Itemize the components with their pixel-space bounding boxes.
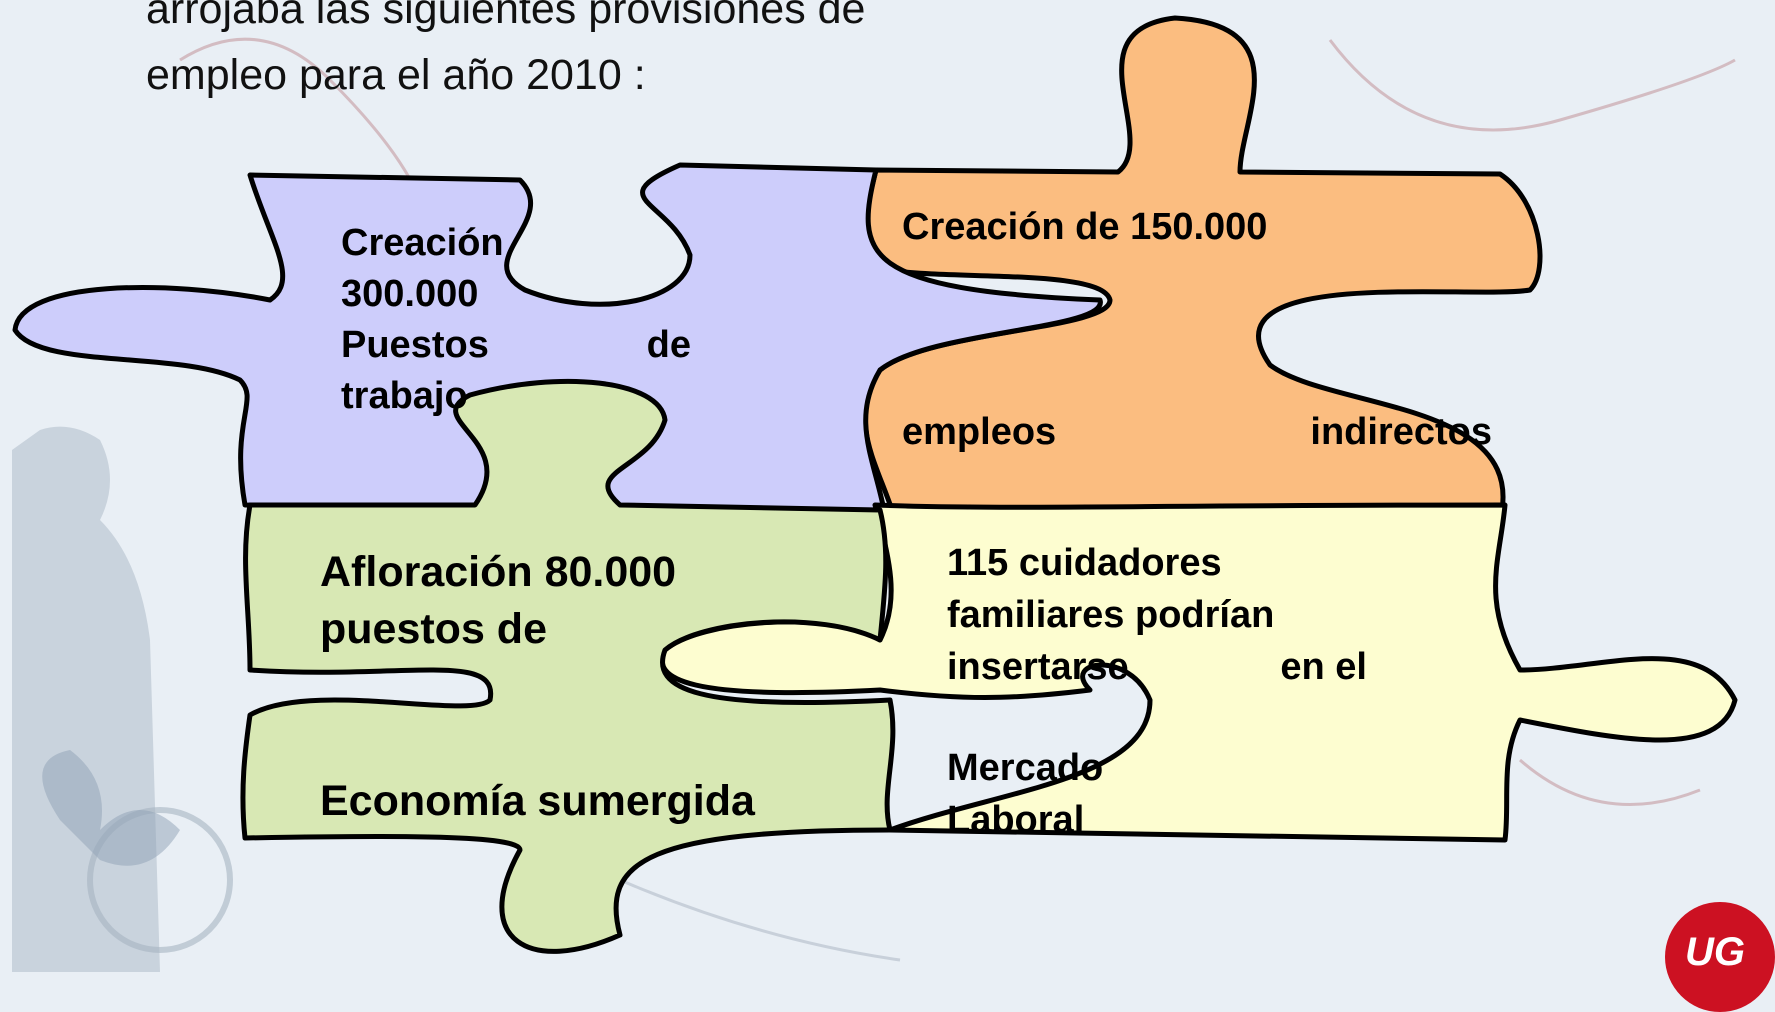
yellow-line-3a: insertarse	[947, 646, 1129, 688]
orange-line-2b: indirectos	[1310, 411, 1492, 453]
purple-line-2: 300.000	[341, 273, 479, 315]
purple-line-3a: Puestos	[341, 324, 489, 366]
green-line-2: puestos de	[320, 605, 547, 653]
intro-text: arrojaba las siguientes provisiones de e…	[146, 0, 866, 99]
purple-line-3b: de	[646, 324, 691, 366]
yellow-line-2: familiares podrían	[947, 594, 1275, 636]
puzzle-piece-green	[240, 378, 896, 954]
orange-piece-text-top: Creación de 150.000	[902, 206, 1268, 248]
purple-piece-text: Creación 300.000 Puestos de trabajo	[341, 218, 691, 422]
yellow-line-3b: en el	[1280, 646, 1367, 688]
puzzle-diagram	[12, 15, 1738, 954]
yellow-piece-text-bottom: Mercado Laboral	[947, 742, 1103, 846]
bg-wheel	[87, 807, 233, 953]
green-piece-text-top: Afloración 80.000 puestos de	[320, 544, 676, 658]
slide: arrojaba las siguientes provisiones de e…	[12, 0, 1775, 1012]
orange-line-2a: empleos	[902, 411, 1057, 453]
yellow-line-5: Laboral	[947, 799, 1085, 841]
yellow-line-3: insertarse en el	[947, 641, 1367, 693]
yellow-piece-text-top: 115 cuidadores familiares podrían insert…	[947, 537, 1367, 693]
bg-sketch-line	[179, 37, 422, 201]
green-line-3: Economía sumergida	[320, 777, 755, 825]
orange-piece-text-bottom: empleos indirectos	[902, 407, 1492, 458]
yellow-line-4: Mercado	[947, 747, 1104, 789]
background-illustration	[12, 37, 1736, 973]
green-line-1: Afloración 80.000	[320, 548, 677, 596]
bg-sketch-line	[1519, 758, 1701, 806]
ugt-logo: UG	[1665, 902, 1775, 1012]
puzzle-piece-purple	[12, 162, 1103, 518]
bg-sketch-line	[619, 878, 901, 962]
purple-line-4: trabajo	[341, 375, 468, 417]
bg-butterfly	[42, 750, 180, 866]
purple-line-1: Creación	[341, 222, 504, 264]
purple-line-3: Puestos de	[341, 320, 691, 371]
yellow-line-1: 115 cuidadores	[947, 542, 1222, 584]
bg-sketch-line	[1328, 39, 1736, 132]
